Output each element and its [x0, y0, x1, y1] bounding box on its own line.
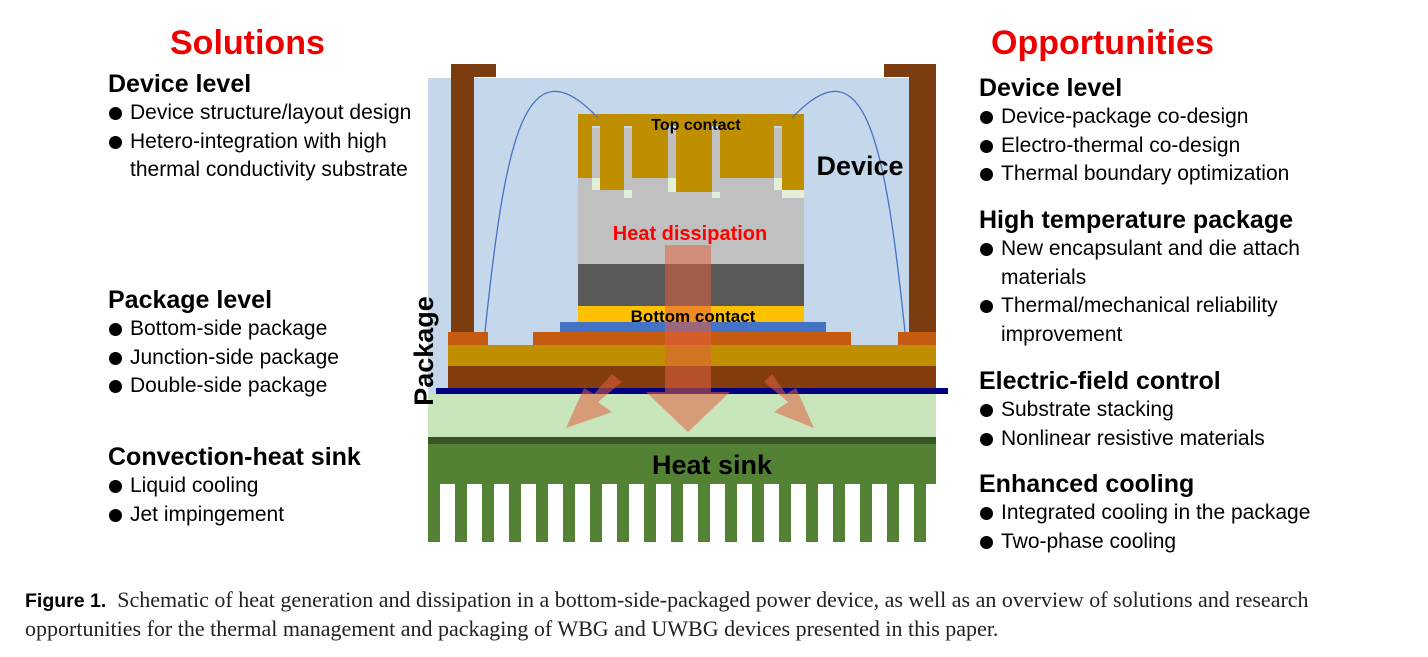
section-title: Device level [108, 70, 252, 98]
figure-label: Figure 1. [25, 590, 107, 612]
top-contact [578, 114, 804, 192]
list-item: Bottom-side package [108, 315, 428, 344]
section-title: High temperature package [979, 206, 1293, 234]
solutions-heading: Solutions [170, 24, 325, 62]
list-item: Hetero-integration with high thermal con… [108, 128, 428, 185]
solutions-heat-sink: Convection-heat sink Liquid cooling Jet … [108, 442, 428, 529]
section-title: Device level [979, 74, 1123, 102]
heat-sink-label: Heat sink [652, 450, 773, 480]
heat-dissipation-label: Heat dissipation [613, 223, 767, 245]
solutions-package-level: Package level Bottom-side package Juncti… [108, 285, 428, 401]
list-item: Device-package co-design [979, 103, 1409, 132]
opportunities-heading: Opportunities [991, 24, 1214, 62]
package-lip-left [474, 64, 496, 77]
figure-caption: Figure 1. Schematic of heat generation a… [25, 586, 1415, 643]
heat-sink-top-line [428, 437, 936, 444]
list-item: Nonlinear resistive materials [979, 425, 1409, 454]
opportunities-electric-field: Electric-field control Substrate stackin… [979, 366, 1409, 453]
list-item: Substrate stacking [979, 396, 1409, 425]
package-label: Package [409, 296, 439, 406]
section-title: Package level [108, 286, 273, 314]
section-title: Enhanced cooling [979, 470, 1195, 498]
top-contact-passivation [592, 178, 804, 198]
list-item: Electro-thermal co-design [979, 132, 1409, 161]
substrate-top-right [898, 332, 936, 345]
bottom-contact-label: Bottom contact [631, 307, 756, 326]
list-item: Thermal boundary optimization [979, 160, 1409, 189]
device-label: Device [816, 151, 903, 181]
list-item: Integrated cooling in the package [979, 499, 1409, 528]
section-title: Electric-field control [979, 367, 1221, 395]
package-wall-left [451, 64, 474, 336]
solutions-device-level: Device level Device structure/layout des… [108, 69, 428, 185]
top-contact-label: Top contact [651, 117, 741, 134]
list-item: Double-side package [108, 372, 428, 401]
heat-flow-arrows [566, 245, 814, 432]
substrate-top-left [448, 332, 488, 345]
section-title: Convection-heat sink [108, 443, 361, 471]
list-item: Liquid cooling [108, 472, 428, 501]
opportunities-device-level: Device level Device-package co-design El… [979, 73, 1409, 189]
heat-sink-fins [428, 484, 926, 542]
list-item: Junction-side package [108, 344, 428, 373]
list-item: Two-phase cooling [979, 528, 1409, 557]
list-item: New encapsulant and die attach materials [979, 235, 1319, 292]
opportunities-high-temp-package: High temperature package New encapsulant… [979, 205, 1319, 349]
bond-wire-right [791, 90, 906, 333]
figure-caption-text: Schematic of heat generation and dissipa… [25, 587, 1309, 641]
package-wall-right [909, 64, 936, 336]
heat-sink-base [428, 444, 936, 484]
list-item: Device structure/layout design [108, 99, 428, 128]
package-lip-right [884, 64, 909, 77]
list-item: Thermal/mechanical reliability improveme… [979, 292, 1319, 349]
opportunities-enhanced-cooling: Enhanced cooling Integrated cooling in t… [979, 469, 1409, 556]
package-schematic: Top contact Device Heat dissipation Bott… [409, 64, 948, 542]
bond-wire-left [484, 90, 599, 333]
list-item: Jet impingement [108, 501, 428, 530]
